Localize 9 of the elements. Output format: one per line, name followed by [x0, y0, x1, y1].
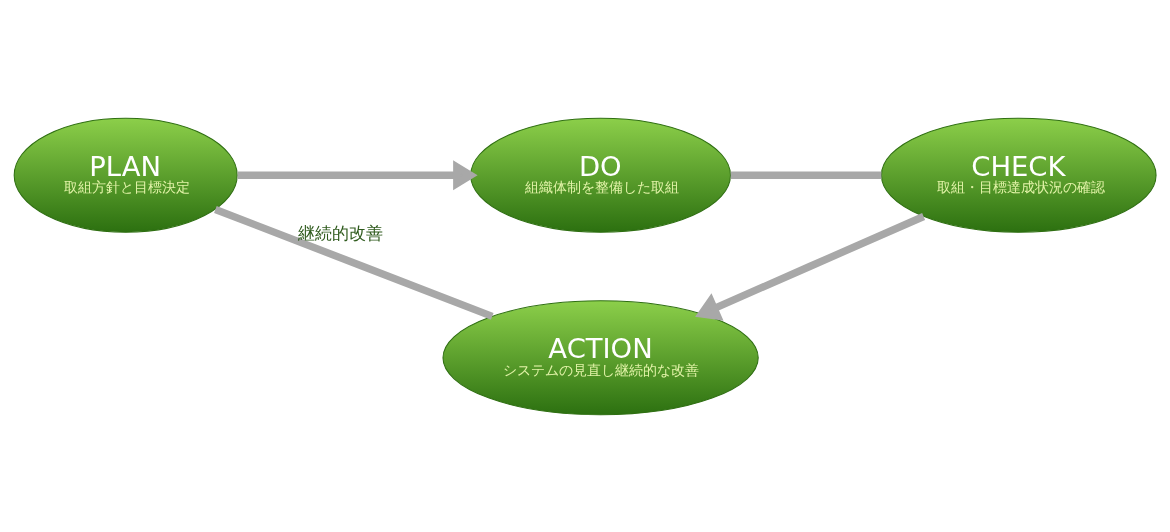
edge-label: 継続的改善	[297, 222, 383, 243]
node-ellipse: DO 組織体制を整備した取組	[470, 117, 731, 233]
arrow	[695, 212, 926, 321]
connector	[214, 205, 494, 320]
arrow	[237, 159, 478, 190]
node-ellipse: CHECK 取組・目標達成状況の確認	[880, 117, 1157, 233]
node-ellipse: ACTION システムの見直し継続的な改善	[442, 299, 759, 415]
node-ellipse: PLAN 取組方針と目標決定	[13, 117, 238, 233]
connector	[730, 171, 882, 179]
